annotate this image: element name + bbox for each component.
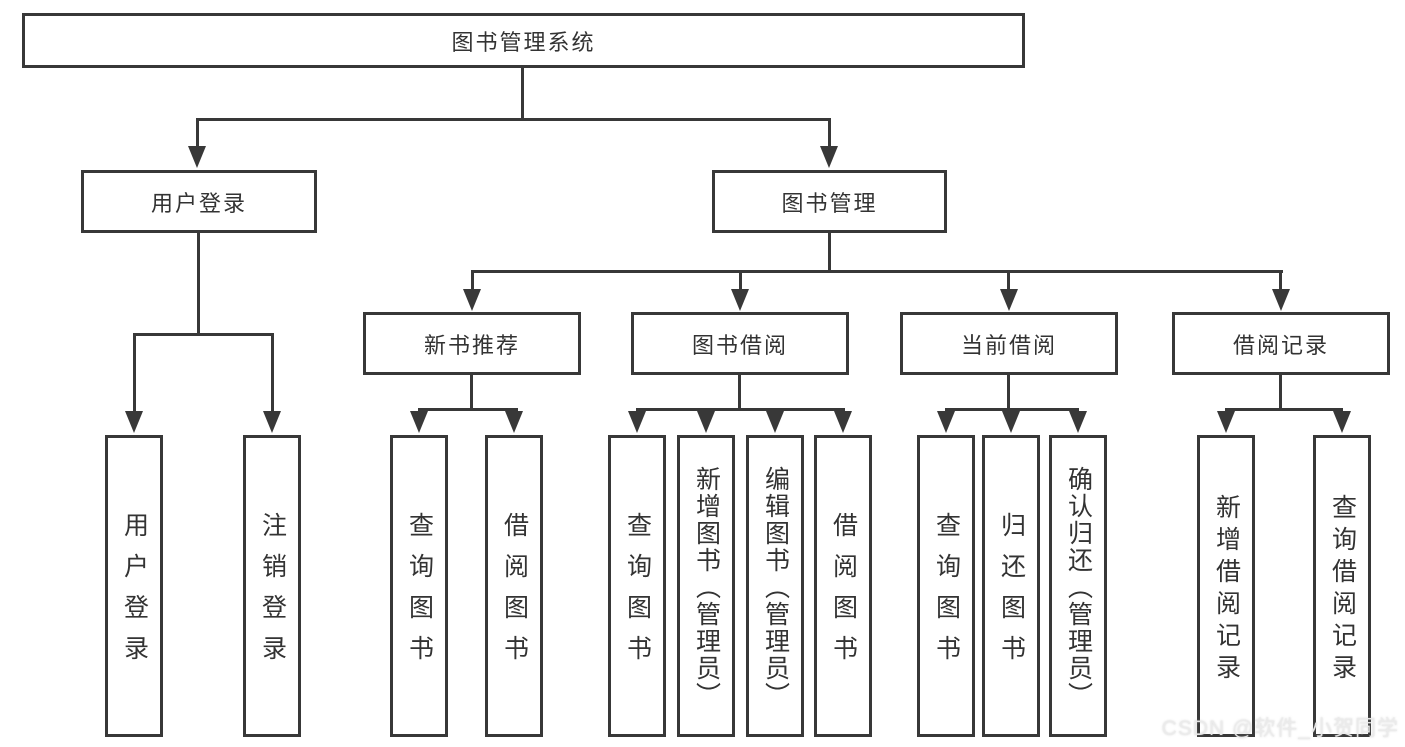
connector-root-stem <box>521 68 524 121</box>
arrowhead-down-icon <box>1002 411 1020 433</box>
node-book-management-system-label: 图书管理系统 <box>451 29 596 55</box>
leaf-edit-books-admin: 编辑图书（管理员） <box>746 435 804 737</box>
node-new-book-recommend: 新书推荐 <box>363 312 581 375</box>
connector-book-borrow-stem <box>738 375 741 411</box>
leaf-borrowing-borrow-books-label: 借阅图书 <box>829 512 858 676</box>
arrowhead-down-icon <box>937 411 955 433</box>
leaf-newbook-borrow-books: 借阅图书 <box>485 435 543 737</box>
connector-drop-new-book <box>471 270 474 291</box>
leaf-return-books: 归还图书 <box>982 435 1040 737</box>
arrowhead-down-icon <box>188 146 206 168</box>
node-book-borrowing-label: 图书借阅 <box>691 332 788 358</box>
node-borrow-records-label: 借阅记录 <box>1232 332 1329 358</box>
arrowhead-down-icon <box>628 411 646 433</box>
connector-new-book-rail <box>418 408 518 411</box>
connector-drop-current-borrow <box>1007 270 1010 291</box>
connector-drop-book-management <box>828 118 831 148</box>
connector-drop-borrow-records <box>1279 270 1282 291</box>
arrowhead-down-icon <box>125 411 143 433</box>
leaf-user-login-label: 用户登录 <box>120 512 149 676</box>
leaf-borrowing-borrow-books: 借阅图书 <box>814 435 872 737</box>
connector-current-borrow-rail <box>945 408 1079 411</box>
connector-book-management-stem <box>828 233 831 273</box>
leaf-add-borrow-record: 新增借阅记录 <box>1197 435 1255 737</box>
arrowhead-down-icon <box>1000 289 1018 311</box>
connector-user-login-rail <box>133 333 274 336</box>
arrowhead-down-icon <box>731 289 749 311</box>
arrowhead-down-icon <box>463 289 481 311</box>
leaf-newbook-query-books: 查询图书 <box>390 435 448 737</box>
node-book-management-label: 图书管理 <box>781 190 878 216</box>
connector-borrow-records-rail <box>1225 408 1343 411</box>
connector-user-login-stem <box>197 233 200 336</box>
connector-book-management-rail <box>471 270 1283 273</box>
arrowhead-down-icon <box>834 411 852 433</box>
arrowhead-down-icon <box>697 411 715 433</box>
csdn-watermark: CSDN @软件_小贺同学 <box>1161 717 1399 740</box>
arrowhead-down-icon <box>1333 411 1351 433</box>
connector-drop-leaf-logout <box>271 333 274 413</box>
arrowhead-down-icon <box>1069 411 1087 433</box>
connector-current-borrow-stem <box>1007 375 1010 411</box>
leaf-current-query-books-label: 查询图书 <box>932 512 961 676</box>
node-book-management-system: 图书管理系统 <box>22 13 1025 68</box>
connector-new-book-stem <box>470 375 473 411</box>
arrowhead-down-icon <box>1272 289 1290 311</box>
connector-borrow-records-stem <box>1279 375 1282 411</box>
leaf-query-borrow-record: 查询借阅记录 <box>1313 435 1371 737</box>
leaf-newbook-borrow-books-label: 借阅图书 <box>500 512 529 676</box>
node-borrow-records: 借阅记录 <box>1172 312 1390 375</box>
arrowhead-down-icon <box>820 146 838 168</box>
leaf-add-books-admin: 新增图书（管理员） <box>677 435 735 737</box>
leaf-borrowing-query-books-label: 查询图书 <box>623 512 652 676</box>
node-current-borrowing-label: 当前借阅 <box>960 332 1057 358</box>
arrowhead-down-icon <box>263 411 281 433</box>
node-book-management: 图书管理 <box>712 170 947 233</box>
node-user-login: 用户登录 <box>81 170 317 233</box>
leaf-edit-books-admin-label: 编辑图书（管理员） <box>761 465 790 709</box>
leaf-confirm-return-admin: 确认归还（管理员） <box>1049 435 1107 737</box>
leaf-return-books-label: 归还图书 <box>997 512 1026 676</box>
leaf-user-login: 用户登录 <box>105 435 163 737</box>
leaf-newbook-query-books-label: 查询图书 <box>405 512 434 676</box>
node-book-borrowing: 图书借阅 <box>631 312 849 375</box>
arrowhead-down-icon <box>1217 411 1235 433</box>
leaf-confirm-return-admin-label: 确认归还（管理员） <box>1064 465 1093 709</box>
connector-drop-leaf-user-login <box>133 333 136 413</box>
connector-book-borrow-rail <box>636 408 845 411</box>
arrowhead-down-icon <box>505 411 523 433</box>
node-user-login-label: 用户登录 <box>150 190 247 216</box>
connector-root-rail <box>196 118 831 121</box>
leaf-logout: 注销登录 <box>243 435 301 737</box>
leaf-query-borrow-record-label: 查询借阅记录 <box>1328 493 1357 686</box>
arrowhead-down-icon <box>766 411 784 433</box>
leaf-add-books-admin-label: 新增图书（管理员） <box>692 465 721 709</box>
arrowhead-down-icon <box>410 411 428 433</box>
leaf-logout-label: 注销登录 <box>258 512 287 676</box>
leaf-current-query-books: 查询图书 <box>917 435 975 737</box>
node-current-borrowing: 当前借阅 <box>900 312 1118 375</box>
node-new-book-recommend-label: 新书推荐 <box>423 332 520 358</box>
connector-drop-book-borrow <box>739 270 742 291</box>
leaf-borrowing-query-books: 查询图书 <box>608 435 666 737</box>
leaf-add-borrow-record-label: 新增借阅记录 <box>1212 493 1241 686</box>
connector-drop-user-login <box>196 118 199 148</box>
